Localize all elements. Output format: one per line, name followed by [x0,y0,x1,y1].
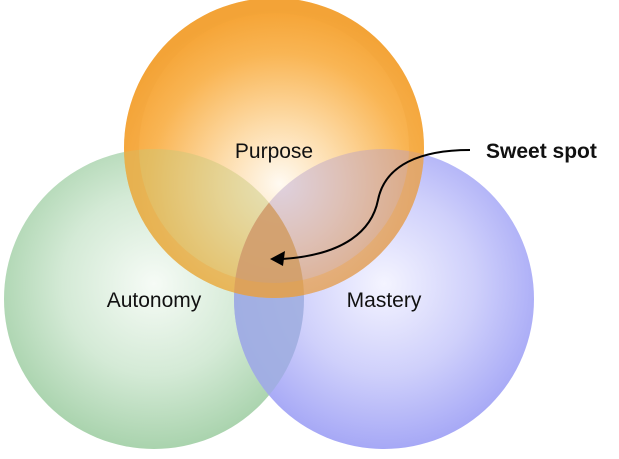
sweet-spot-arrow [281,149,471,260]
autonomy-label: Autonomy [106,289,202,312]
purpose-mastery-overlap [234,149,424,298]
sweet-spot-label: Sweet spot [486,140,597,163]
purpose-circle [124,0,424,298]
mastery-label: Mastery [346,289,422,312]
purpose-label: Purpose [234,140,314,163]
arrowhead-icon [270,251,285,266]
purpose-autonomy-overlap [124,149,304,298]
